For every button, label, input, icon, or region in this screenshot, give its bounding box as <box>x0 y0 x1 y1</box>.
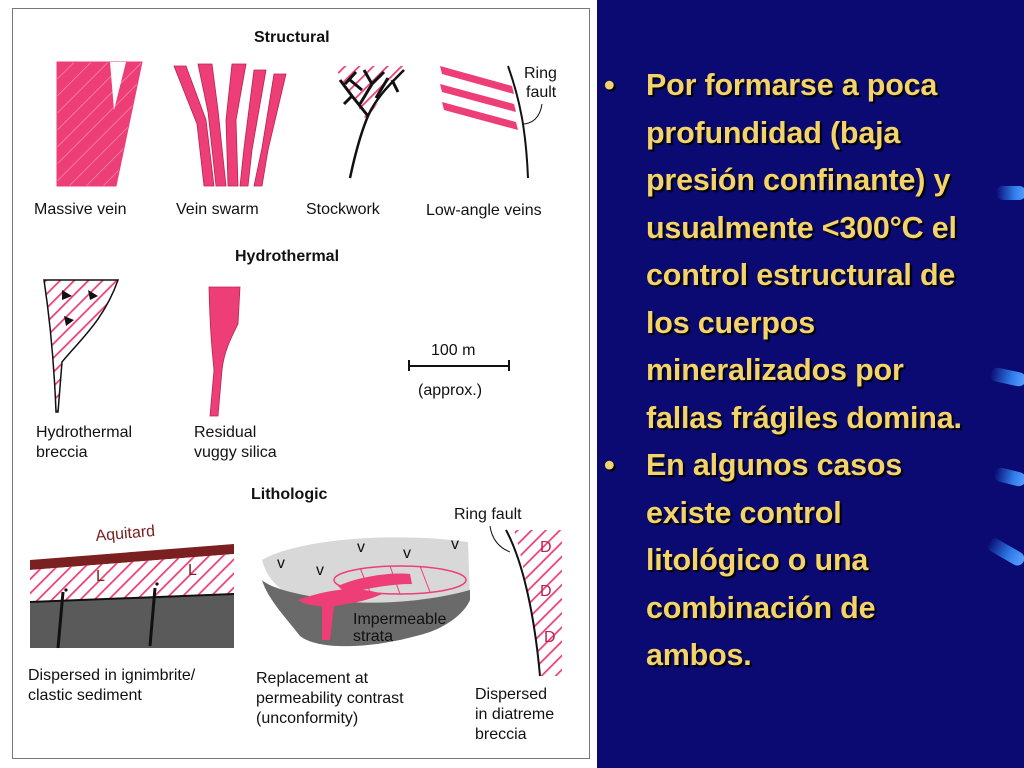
bullet-marker: • <box>604 68 615 102</box>
figure-frame <box>12 8 590 759</box>
label-stockwork: Stockwork <box>306 201 381 218</box>
mark-v-2: v <box>316 562 324 579</box>
section-title-lithologic: Lithologic <box>251 486 328 503</box>
bullet-line: Por formarse a poca <box>646 68 938 102</box>
bullet-item-2: • En algunos casos existe control litoló… <box>604 442 999 680</box>
label-hydrothermal-breccia-2: breccia <box>36 444 88 461</box>
mark-d-2: D <box>540 583 552 600</box>
label-low-angle-veins: Low-angle veins <box>426 202 542 219</box>
label-residual-silica-2: vuggy silica <box>194 444 277 461</box>
label-massive-vein: Massive vein <box>34 201 126 218</box>
label-replacement-2: permeability contrast <box>256 690 404 707</box>
mark-v-5: v <box>451 536 459 553</box>
label-ring-fault-1: Ring <box>524 65 557 82</box>
label-impermeable-1: Impermeable <box>353 611 446 628</box>
label-residual-silica-1: Residual <box>194 424 256 441</box>
scale-bar <box>408 360 510 371</box>
scale-value: 100 m <box>431 342 475 359</box>
bullet-line: combinación de <box>646 590 876 625</box>
diatreme-shape <box>489 525 562 677</box>
bullet-line: presión confinante) y <box>646 163 951 197</box>
label-diatreme-3: breccia <box>475 726 527 743</box>
bullet-line: En algunos casos <box>646 448 903 482</box>
bullet-list: • Por formarse a poca profundidad (baja … <box>604 62 999 680</box>
label-ring-fault-2: fault <box>526 84 557 101</box>
vein-swarm-shape <box>173 63 287 187</box>
label-replacement-3: (unconformity) <box>256 710 358 727</box>
mark-l-2: L <box>188 562 197 579</box>
bullet-line: profundidad (baja <box>646 115 901 150</box>
stockwork-shape <box>334 66 405 179</box>
hydrothermal-breccia-shape <box>43 279 120 413</box>
bullet-line: litológico o una <box>646 543 869 577</box>
bullet-line: mineralizados por <box>646 353 904 387</box>
bullet-marker: • <box>604 448 615 482</box>
bullet-line: existe control <box>646 495 842 530</box>
label-hydrothermal-breccia-1: Hydrothermal <box>36 424 132 441</box>
mark-d-3: D <box>544 629 556 646</box>
label-ring-fault-litho: Ring fault <box>454 506 522 523</box>
bullet-item-1: • Por formarse a poca profundidad (baja … <box>604 62 999 442</box>
section-title-structural: Structural <box>254 29 330 46</box>
bullet-line: usualmente <300°C el <box>646 210 957 245</box>
massive-vein-shape <box>56 61 143 187</box>
bullet-line: control estructural de <box>646 258 956 292</box>
low-angle-veins-shape <box>440 65 543 179</box>
mark-d-1: D <box>540 539 552 556</box>
section-title-hydrothermal: Hydrothermal <box>235 248 339 265</box>
label-vein-swarm: Vein swarm <box>176 201 259 218</box>
mark-v-3: v <box>357 539 365 556</box>
bullet-line: los cuerpos <box>646 305 815 340</box>
label-aquitard: Aquitard <box>95 523 156 545</box>
label-dispersed-ign-2: clastic sediment <box>28 687 142 704</box>
decorative-streak <box>996 186 1024 200</box>
label-dispersed-ign-1: Dispersed in ignimbrite/ <box>28 667 196 684</box>
label-diatreme-2: in diatreme <box>475 706 554 723</box>
deposit-styles-diagram: Structural Hydrothermal Lithologic Massi… <box>28 29 562 743</box>
mark-v-1: v <box>277 555 285 572</box>
label-impermeable-2: strata <box>353 628 393 645</box>
bullet-line: fallas frágiles domina. <box>646 400 962 435</box>
mark-l-1: L <box>96 568 105 585</box>
replacement-shape <box>262 537 470 647</box>
label-diatreme-1: Dispersed <box>475 686 547 703</box>
scale-note: (approx.) <box>418 382 482 399</box>
bullet-line: ambos. <box>646 638 752 672</box>
ignimbrite-shape <box>29 544 235 649</box>
residual-silica-shape <box>208 286 241 417</box>
figure-panel: Structural Hydrothermal Lithologic Massi… <box>0 0 597 768</box>
mark-v-4: v <box>403 545 411 562</box>
label-replacement-1: Replacement at <box>256 670 369 687</box>
